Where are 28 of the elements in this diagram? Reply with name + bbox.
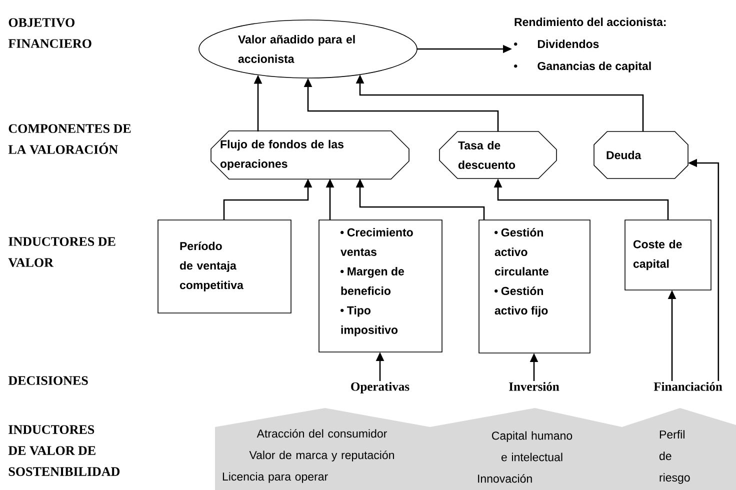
node-label: Dividendos — [538, 40, 599, 48]
decision-label: Inversión — [509, 382, 560, 391]
band-segment: Perfil de riesgo — [622, 408, 736, 490]
node-label: Perfil de riesgo — [659, 430, 690, 484]
node-label: Valor de marca y reputación — [249, 450, 394, 462]
node-label: Capital humano e intelectual — [492, 431, 572, 462]
return-list: Rendimiento del accionista: Dividendos Ganancias de capital — [514, 18, 666, 72]
row-label: DECISIONES — [8, 376, 88, 385]
component-octagon: Deuda — [594, 131, 688, 179]
decision-label: Operativas — [351, 382, 410, 394]
driver-box: Gestión activo circulante Gestión activo fijo — [478, 220, 590, 354]
node-label: Atracción del consumidor — [256, 429, 387, 438]
component-octagon: Tasa de descuento — [439, 131, 557, 179]
node-label: Rendimiento del accionista: — [514, 18, 666, 26]
row-label: INDUCTORES DE VALOR DE SOSTENIBILIDAD — [8, 425, 120, 476]
node-label: Licencia para operar — [222, 472, 328, 483]
decision-label: Financiación — [654, 382, 722, 391]
driver-box: Crecimiento ventas Margen de beneficio Tipo impositivo — [318, 220, 442, 352]
component-octagon: Flujo de fondos de las operaciones — [210, 130, 410, 180]
driver-box: Período de ventaja competitiva — [158, 220, 292, 314]
band-segment: Atracción del consumidor Valor de marca y reputación Licencia para operar — [215, 408, 430, 490]
node-label: Ganancias de capital — [538, 62, 651, 72]
node-label: Innovación — [478, 474, 532, 483]
row-label: OBJETIVO FINANCIERO — [8, 18, 92, 48]
row-label: COMPONENTES DE LA VALORACIÓN — [8, 124, 131, 154]
band-segment: Capital humano e intelectual Innovación — [430, 408, 622, 490]
row-label: INDUCTORES DE VALOR — [8, 237, 116, 268]
driver-box: Coste de capital — [624, 220, 712, 290]
